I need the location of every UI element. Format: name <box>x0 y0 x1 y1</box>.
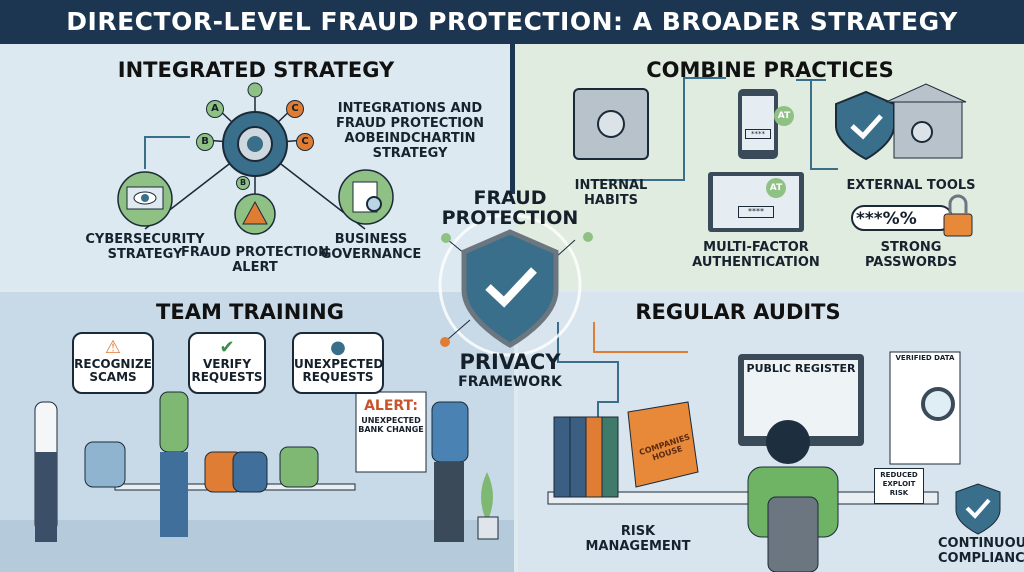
node-c: C <box>296 133 314 151</box>
flipchart <box>355 391 427 473</box>
shield-check-icon <box>835 90 895 161</box>
item-label: FRAUD PROTECTION ALERT <box>181 245 329 275</box>
screen-title: PUBLIC REGISTER <box>746 362 856 375</box>
integrated-strategy-panel: INTEGRATED STRATEGY A B C C B INTEGRATIO… <box>0 44 512 290</box>
node-a: A <box>206 100 224 118</box>
page-title: DIRECTOR-LEVEL FRAUD PROTECTION: A BROAD… <box>0 0 1024 44</box>
section-title: INTEGRATED STRATEGY <box>117 58 395 82</box>
warning-icon: ⚠ <box>104 337 122 358</box>
masked-code: **** <box>745 129 771 139</box>
team-meeting-illustration <box>0 391 514 572</box>
masked-code: **** <box>738 206 774 218</box>
folder-icon <box>627 401 699 488</box>
person-icon: ● <box>330 337 346 358</box>
node-b: B <box>236 176 250 190</box>
speech-bubble: ● UNEXPECTED REQUESTS <box>292 332 384 394</box>
item-label: EXTERNAL TOOLS <box>846 178 976 193</box>
speech-bubble: ⚠ RECOGNIZE SCAMS <box>72 332 154 394</box>
bubble-label: UNEXPECTED REQUESTS <box>294 357 384 384</box>
item-label: STRONG PASSWORDS <box>864 240 958 270</box>
divider <box>510 44 515 194</box>
integration-network-diagram <box>117 82 394 235</box>
audit-desk-illustration <box>547 322 1001 572</box>
team-training-panel: TEAM TRAINING ⚠ RECOGNIZE SCAMS ✔ VERIFY… <box>0 292 514 572</box>
item-label: CONTINUOUS COMPLIANCE <box>938 536 1024 566</box>
regular-audits-panel: REGULAR AUDITS PUBLIC REGISTER VERIFIED … <box>518 292 1024 572</box>
node-c: C <box>286 100 304 118</box>
risk-note: REDUCED EXPLOIT RISK <box>874 468 924 504</box>
magnifier-icon <box>921 387 955 421</box>
password-field: ***%% <box>856 209 917 229</box>
speech-bubble: ✔ VERIFY REQUESTS <box>188 332 266 394</box>
item-label: BUSINESS GOVERNANCE <box>320 232 422 262</box>
check-circle-icon: ✔ <box>219 337 235 358</box>
section-title: TEAM TRAINING <box>156 300 344 324</box>
shield-check-icon <box>955 483 1001 535</box>
node-b: B <box>196 133 214 151</box>
auth-badge: AT <box>766 178 786 198</box>
padlock-icon <box>943 213 973 237</box>
center-bottom-label: PRIVACY <box>459 350 561 374</box>
item-label: MULTI-FACTOR AUTHENTICATION <box>692 240 820 270</box>
clipboard-title: VERIFIED DATA <box>895 354 955 362</box>
item-label: INTERNAL HABITS <box>574 178 648 208</box>
bubble-label: VERIFY REQUESTS <box>191 357 263 384</box>
center-bottom-sub: FRAMEWORK <box>458 374 562 390</box>
auth-badge: AT <box>774 106 794 126</box>
section-title: REGULAR AUDITS <box>635 300 841 324</box>
integration-note: INTEGRATIONS AND FRAUD PROTECTION AOBEIN… <box>336 101 484 161</box>
combine-practices-panel: COMBINE PRACTICES AT AT **** **** ***%% … <box>516 44 1024 290</box>
alert-heading: ALERT: <box>364 398 418 414</box>
center-top-label: FRAUD PROTECTION <box>441 187 579 229</box>
item-label: RISK MANAGEMENT <box>585 524 691 554</box>
bubble-label: RECOGNIZE SCAMS <box>74 357 152 384</box>
item-label: CYBERSECURITY STRATEGY <box>85 232 205 262</box>
alert-text: UNEXPECTED BANK CHANGE <box>358 416 424 434</box>
